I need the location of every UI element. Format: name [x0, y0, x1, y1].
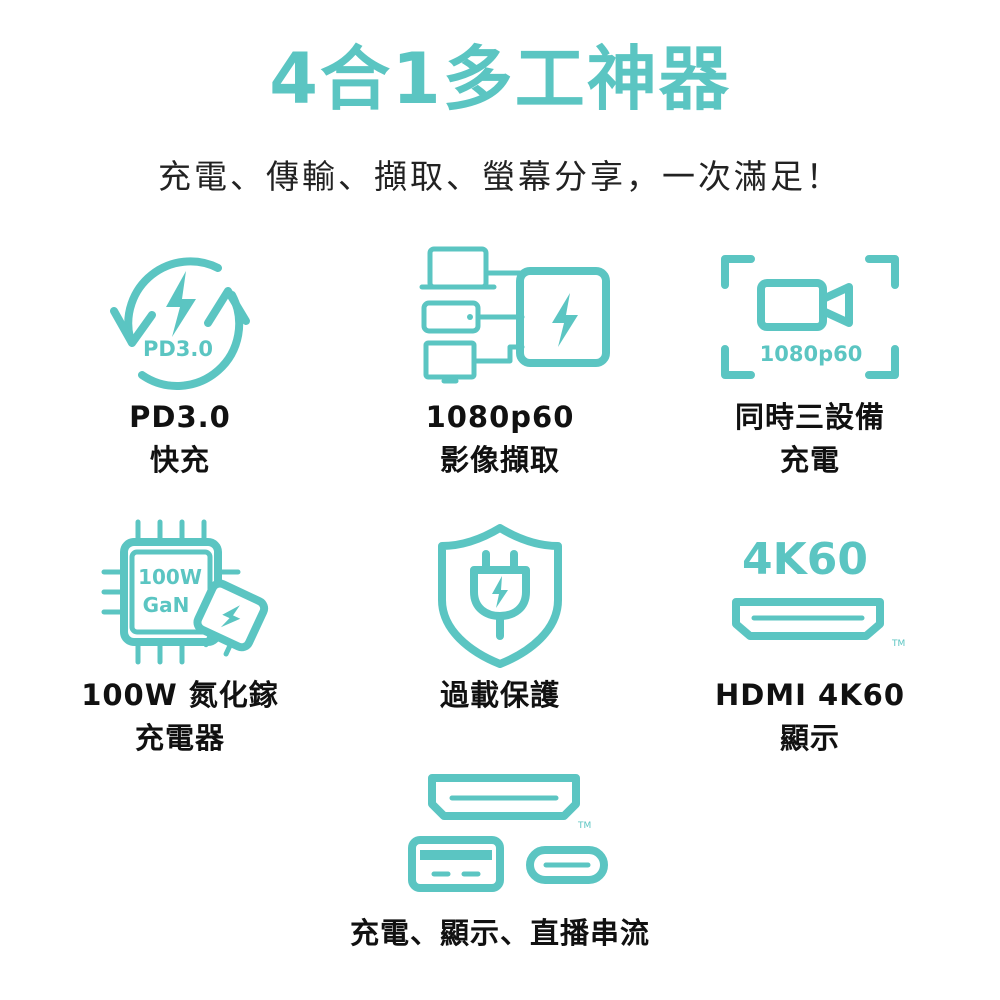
- feature-label-line1: 1080p60: [425, 400, 575, 434]
- feature-pd-fast-charge: PD3.0 PD3.0 快充: [30, 243, 330, 482]
- page-title: 4合1多工神器: [269, 38, 731, 120]
- feature-label-line1: 同時三設備: [734, 400, 885, 434]
- feature-ports: TM 充電、顯示、直播串流: [350, 770, 650, 955]
- feature-label-line1: PD3.0: [129, 400, 231, 434]
- feature-hdmi-4k60: 4K60 TM HDMI 4K60 顯示: [660, 520, 960, 760]
- device-charging-hub-icon: [419, 246, 610, 384]
- feature-three-device-charging: 1080p60 同時三設備 充電: [660, 243, 960, 482]
- feature-label-line1: 充電、顯示、直播串流: [350, 916, 651, 950]
- camera-icon-text: 1080p60: [760, 342, 863, 366]
- pd-fast-charge-icon: PD3.0: [110, 257, 250, 390]
- hdmi-icon-text: 4K60: [742, 534, 868, 585]
- feature-label-line2: 快充: [149, 443, 210, 477]
- hdmi-port-icon: 4K60 TM: [732, 534, 905, 649]
- shield-plug-protection-icon: [438, 524, 562, 668]
- pd-icon-text: PD3.0: [143, 337, 213, 361]
- feature-label-line1: HDMI 4K60: [714, 678, 906, 712]
- gan-icon-text-watt: 100W: [138, 565, 202, 589]
- feature-label-line2: 充電: [779, 443, 840, 477]
- feature-label-line2: 顯示: [779, 721, 840, 755]
- feature-label-line2: 影像擷取: [439, 443, 560, 477]
- feature-gan-charger: 100W GaN 100W 氮化鎵 充電器: [30, 519, 330, 760]
- ports-trademark: TM: [577, 821, 591, 831]
- feature-label-line1: 過載保護: [439, 678, 560, 712]
- gan-chip-charger-icon: 100W GaN: [101, 519, 269, 665]
- feature-label-line2: 充電器: [134, 721, 225, 755]
- feature-video-capture: 1080p60 影像擷取: [350, 243, 650, 482]
- feature-label-line1: 100W 氮化鎵: [81, 678, 279, 712]
- feature-overload-protection: 過載保護: [350, 520, 650, 717]
- page-subtitle: 充電、傳輸、擷取、螢幕分享，一次滿足！: [158, 157, 842, 196]
- video-camera-capture-icon: 1080p60: [721, 255, 899, 379]
- hdmi-trademark: TM: [891, 639, 905, 649]
- gan-icon-text-gan: GaN: [143, 593, 190, 617]
- ports-hdmi-usb-icon: TM: [408, 774, 608, 892]
